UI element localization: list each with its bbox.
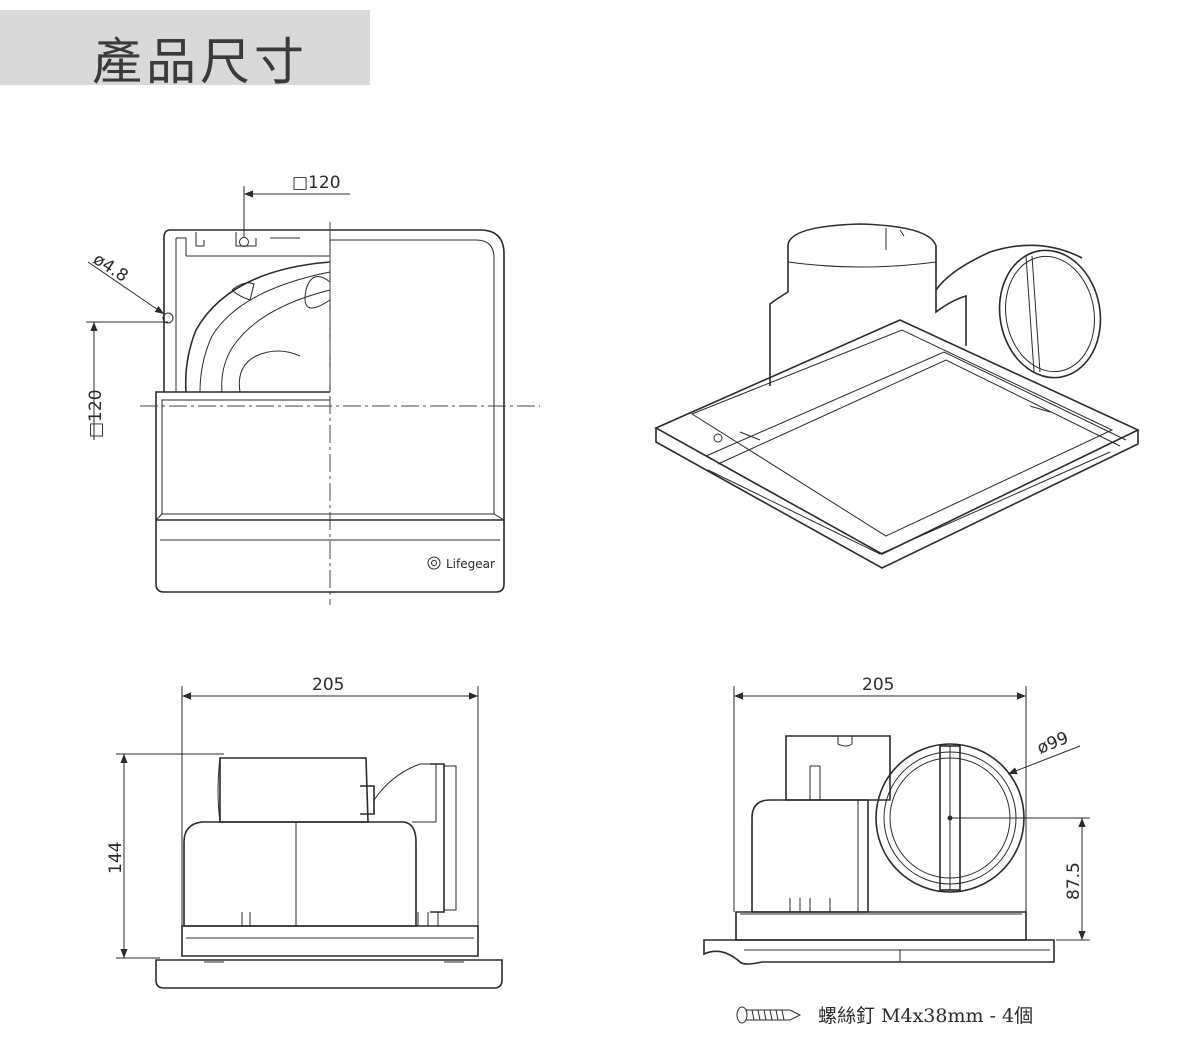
side-view	[703, 735, 1055, 965]
dim-hole-label: ø4.8	[89, 249, 131, 286]
mount-hole-top	[239, 237, 249, 247]
screw-icon	[736, 1006, 802, 1024]
dim-left-square-label: □120	[86, 389, 106, 438]
dim-side-width-label: 205	[862, 675, 894, 695]
title-banner: 產品尺寸	[0, 10, 370, 91]
page-title: 產品尺寸	[92, 33, 308, 91]
dim-hole: ø4.8	[87, 249, 165, 315]
dim-left-square: □120	[86, 321, 168, 440]
screw-note-text: 螺絲釘 M4x38mm - 4個	[818, 1005, 1033, 1027]
brand-label: Lifegear	[446, 557, 495, 571]
dim-front-height-label: 144	[106, 842, 126, 874]
dim-top-square: □120	[243, 173, 350, 238]
front-view	[155, 757, 503, 989]
dim-duct-height-label: 87.5	[1064, 862, 1084, 900]
dim-duct-dia: ø99	[1007, 728, 1081, 775]
isometric-view	[654, 223, 1140, 569]
screw-note: 螺絲釘 M4x38mm - 4個	[736, 1005, 1033, 1027]
dim-front-width: 205	[181, 675, 479, 926]
dim-duct-dia-label: ø99	[1034, 728, 1071, 759]
dim-top-square-label: □120	[292, 173, 341, 193]
bottom-view: Lifegear	[140, 222, 540, 605]
iso-duct-ring	[998, 249, 1102, 379]
mount-hole-left	[162, 312, 174, 324]
dim-side-width: 205	[733, 675, 1027, 912]
dim-front-height: 144	[106, 753, 224, 959]
dim-front-width-label: 205	[312, 675, 344, 695]
dim-duct-height: 87.5	[950, 817, 1090, 941]
